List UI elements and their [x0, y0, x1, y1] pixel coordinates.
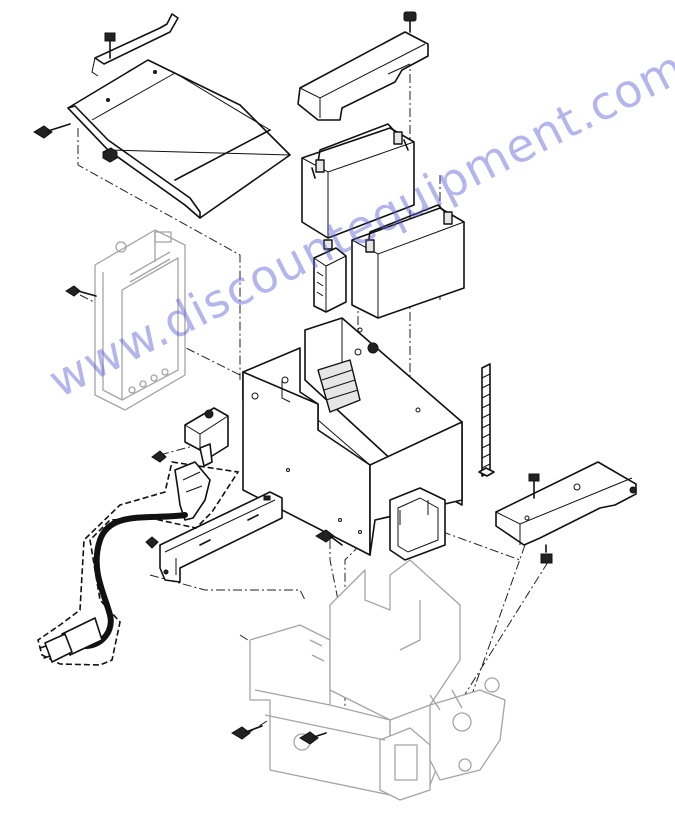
mount-bracket-left [159, 491, 283, 583]
battery-rear [301, 123, 415, 239]
bolt-icon [65, 285, 97, 297]
nut-icon [403, 11, 417, 33]
top-bracket [297, 31, 429, 121]
frame-ghost [249, 559, 506, 801]
screw-icon [145, 536, 159, 549]
top-cover [67, 13, 291, 219]
threaded-rod [478, 363, 495, 477]
bolt-icon [528, 473, 540, 499]
power-cord [39, 461, 211, 663]
bolt-icon [299, 731, 327, 745]
side-panel-ghost [94, 229, 186, 411]
bolt-icon [315, 529, 343, 546]
cord-highlight [37, 461, 240, 666]
power-receptacle [184, 407, 229, 467]
mount-bracket-right [495, 461, 637, 546]
screw-icon [33, 123, 71, 139]
bolt-icon [540, 544, 553, 564]
screw-icon [104, 32, 116, 59]
nut-icon [102, 147, 118, 163]
battery-box [242, 317, 463, 561]
charger-module [313, 239, 347, 313]
bolt-icon [231, 725, 263, 740]
screw-icon [151, 450, 167, 463]
battery-front [351, 204, 465, 319]
